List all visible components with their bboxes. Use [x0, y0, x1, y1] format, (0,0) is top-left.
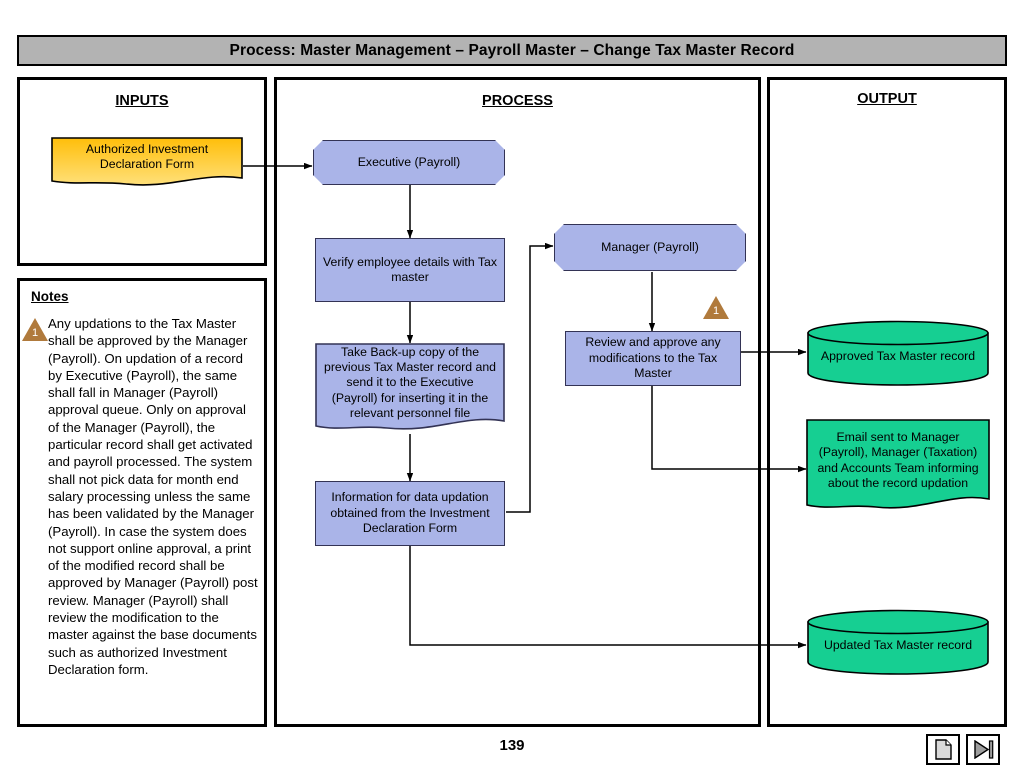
notes-panel [17, 278, 267, 727]
output-node-email-notification[interactable]: Email sent to Manager (Payroll), Manager… [806, 419, 990, 514]
notes-text: Any updations to the Tax Master shall be… [48, 316, 258, 677]
output-node-email-notification-label: Email sent to Manager (Payroll), Manager… [817, 429, 979, 490]
process-node-review-and-approve[interactable]: Review and approve any modifications to … [565, 331, 741, 386]
inputs-heading: INPUTS [115, 93, 169, 109]
process-node-executive-payroll-label: Executive (Payroll) [357, 154, 461, 169]
process-node-manager-payroll-label: Manager (Payroll) [601, 239, 699, 254]
process-node-verify-employee-details-label: Verify employee details with Tax master [322, 254, 498, 284]
process-node-manager-payroll[interactable]: Manager (Payroll) [554, 224, 746, 271]
input-document-label: Authorized Investment Declaration Form [85, 141, 209, 171]
process-node-executive-payroll[interactable]: Executive (Payroll) [313, 140, 505, 185]
input-document-authorized-investment-declaration-form[interactable]: Authorized Investment Declaration Form [51, 137, 243, 189]
skip-to-end-button[interactable] [966, 734, 1000, 765]
page-icon [934, 739, 952, 760]
inputs-panel: INPUTS [17, 77, 267, 266]
output-heading: OUTPUT [857, 91, 917, 107]
process-node-take-backup-copy[interactable]: Take Back-up copy of the previous Tax Ma… [315, 343, 505, 435]
skip-to-end-icon [973, 740, 993, 759]
process-node-review-and-approve-label: Review and approve any modifications to … [585, 335, 721, 381]
output-node-updated-tax-master-record-label: Updated Tax Master record [823, 637, 973, 652]
page-icon-button[interactable] [926, 734, 960, 765]
process-heading: PROCESS [482, 93, 553, 109]
process-node-verify-employee-details[interactable]: Verify employee details with Tax master [315, 238, 505, 302]
output-node-updated-tax-master-record[interactable]: Updated Tax Master record [806, 609, 990, 675]
page-number: 139 [499, 737, 525, 754]
notes-heading: Notes [31, 289, 69, 304]
process-node-information-for-data-updation-label: Information for data updation obtained f… [330, 490, 490, 536]
process-node-take-backup-copy-label: Take Back-up copy of the previous Tax Ma… [324, 344, 497, 420]
process-node-information-for-data-updation[interactable]: Information for data updation obtained f… [315, 481, 505, 546]
footer-navigation [926, 734, 1000, 765]
output-node-approved-tax-master-record-label: Approved Tax Master record [820, 348, 976, 363]
page-title: Process: Master Management – Payroll Mas… [17, 35, 1007, 66]
output-node-approved-tax-master-record[interactable]: Approved Tax Master record [806, 320, 990, 386]
